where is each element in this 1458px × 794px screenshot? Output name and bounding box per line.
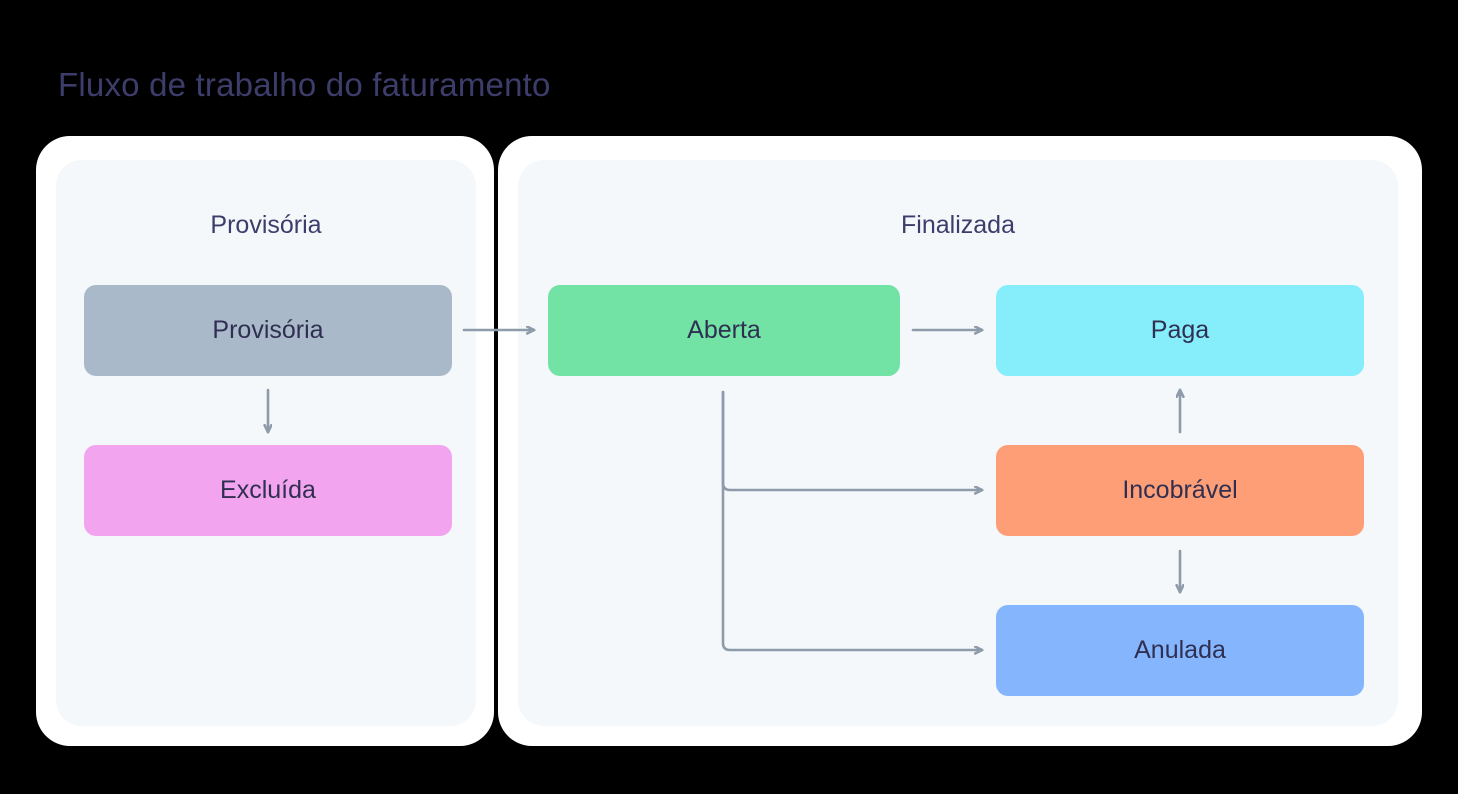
node-excluida[interactable]: Excluída xyxy=(84,445,452,536)
node-paga-label: Paga xyxy=(1150,316,1210,344)
node-anulada[interactable]: Anulada xyxy=(996,605,1364,696)
node-incobravel[interactable]: Incobrável xyxy=(996,445,1364,536)
node-incobravel-label: Incobrável xyxy=(1122,476,1238,504)
node-aberta-label: Aberta xyxy=(687,316,761,344)
group-label-provisoria: Provisória xyxy=(210,211,322,239)
page-title: Fluxo de trabalho do faturamento xyxy=(58,66,551,103)
node-provisoria-label: Provisória xyxy=(212,316,324,344)
node-aberta[interactable]: Aberta xyxy=(548,285,900,376)
panel-provisoria xyxy=(56,160,476,726)
node-anulada-label: Anulada xyxy=(1134,636,1226,664)
node-excluida-label: Excluída xyxy=(220,476,316,504)
node-paga[interactable]: Paga xyxy=(996,285,1364,376)
group-label-finalizada: Finalizada xyxy=(901,211,1015,239)
node-provisoria[interactable]: Provisória xyxy=(84,285,452,376)
